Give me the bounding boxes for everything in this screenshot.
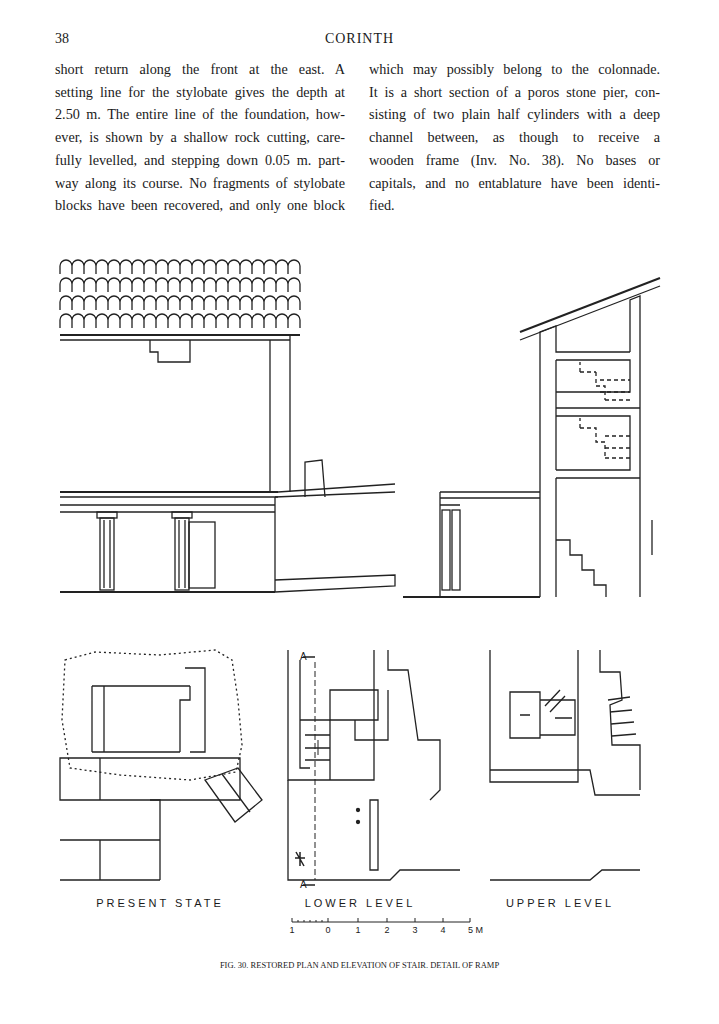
scale-number: 3 xyxy=(412,926,417,936)
plan-label: LOWER LEVEL xyxy=(305,897,416,909)
section xyxy=(403,278,660,597)
scale-number: 2 xyxy=(384,926,389,936)
scale-number: 0 xyxy=(325,926,330,936)
tile-row xyxy=(60,296,300,310)
section-letter: A xyxy=(300,879,307,890)
plan-label: UPPER LEVEL xyxy=(506,897,614,909)
body-line: fully levelled, and stepping down 0.05 m… xyxy=(55,153,345,169)
body-line: blocks have been recovered, and only one… xyxy=(55,198,345,214)
figure-caption: FIG. 30. RESTORED PLAN AND ELEVATION OF … xyxy=(0,961,719,970)
scale-number: 4 xyxy=(440,926,445,936)
upper-level-plan xyxy=(490,650,640,880)
body-line: which may possibly belong to the colonna… xyxy=(369,62,660,78)
present-state-plan xyxy=(60,650,262,880)
body-line: way along its course. No fragments of st… xyxy=(55,176,345,192)
scale-number: 1 xyxy=(289,926,294,936)
lower-level-plan xyxy=(288,650,460,885)
plan-label: PRESENT STATE xyxy=(96,897,224,909)
elevation xyxy=(60,335,395,592)
body-line: wooden frame (Inv. No. 38). No bases or xyxy=(369,153,660,169)
body-line: sisting of two plain half cylinders with… xyxy=(369,107,660,123)
section-letter: A xyxy=(300,651,307,662)
body-line: setting line for the stylobate gives the… xyxy=(55,85,345,101)
roof-tiles xyxy=(60,260,300,328)
body-line: channel between, as though to receive a xyxy=(369,130,660,146)
body-line: fied. xyxy=(369,198,660,214)
scale-number: 5 M xyxy=(468,926,483,936)
body-line: 2.50 m. The entire line of the foundatio… xyxy=(55,107,345,123)
body-line: short return along the front at the east… xyxy=(55,62,345,78)
tile-row xyxy=(60,314,300,328)
scale-number: 1 xyxy=(355,926,360,936)
body-line: capitals, and no entablature have been i… xyxy=(369,176,660,192)
body-line: It is a short section of a poros stone p… xyxy=(369,85,660,101)
body-line: ever, is shown by a shallow rock cutting… xyxy=(55,130,345,146)
running-head: CORINTH xyxy=(0,31,719,46)
tile-row xyxy=(60,260,300,274)
scale-bar xyxy=(292,918,470,922)
tile-row xyxy=(60,278,300,292)
page-number: 38 xyxy=(55,31,69,46)
